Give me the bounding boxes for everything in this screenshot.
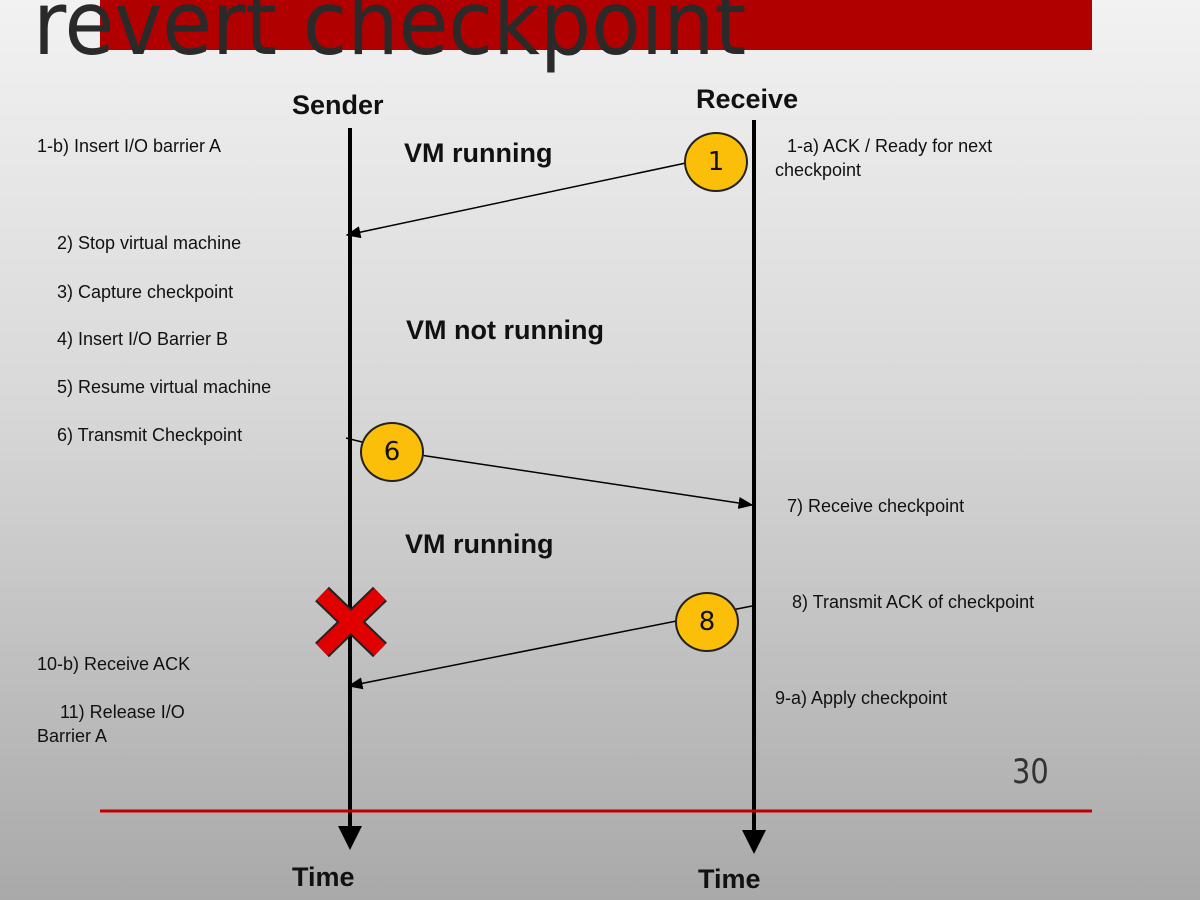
receiver-step: 1-a) ACK / Ready for next <box>787 136 993 156</box>
message-checkpoint-arrow <box>419 454 754 509</box>
title-accent-bar <box>100 0 1092 50</box>
sender-step: 5) Resume virtual machine <box>57 377 272 397</box>
failure-x-icon <box>315 586 387 658</box>
sender-step: 10-b) Receive ACK <box>37 654 191 674</box>
receiver-step: 7) Receive checkpoint <box>787 496 965 516</box>
sender-header: Sender <box>292 90 384 120</box>
time-label-receiver: Time <box>698 864 761 894</box>
time-label-sender: Time <box>292 862 355 892</box>
sender-step: 2) Stop virtual machine <box>57 233 242 253</box>
sender-step: 4) Insert I/O Barrier B <box>57 329 229 349</box>
receiver-step: 8) Transmit ACK of checkpoint <box>792 592 1035 612</box>
sender-step: 11) Release I/O <box>60 702 185 722</box>
step-marker-6: 6 <box>360 422 424 482</box>
receiver-step: 9-a) Apply checkpoint <box>775 688 948 708</box>
step-marker-8: 8 <box>675 592 739 652</box>
receiver-step: checkpoint <box>775 160 862 180</box>
receiver-header: Receive <box>696 84 799 114</box>
phase-vm-not-running: VM not running <box>406 315 604 345</box>
message-ack-arrow <box>345 159 701 239</box>
page-number: 30 <box>1012 752 1049 792</box>
sender-step: Barrier A <box>37 726 108 746</box>
step-marker-1: 1 <box>684 132 748 192</box>
phase-vm-running: VM running <box>404 138 553 168</box>
sender-step: 1-b) Insert I/O barrier A <box>37 136 222 156</box>
sender-step: 6) Transmit Checkpoint <box>57 425 243 445</box>
phase-vm-running-2: VM running <box>405 529 554 559</box>
slide-title: revert checkpoint <box>33 0 747 75</box>
sender-step: 3) Capture checkpoint <box>57 282 234 302</box>
